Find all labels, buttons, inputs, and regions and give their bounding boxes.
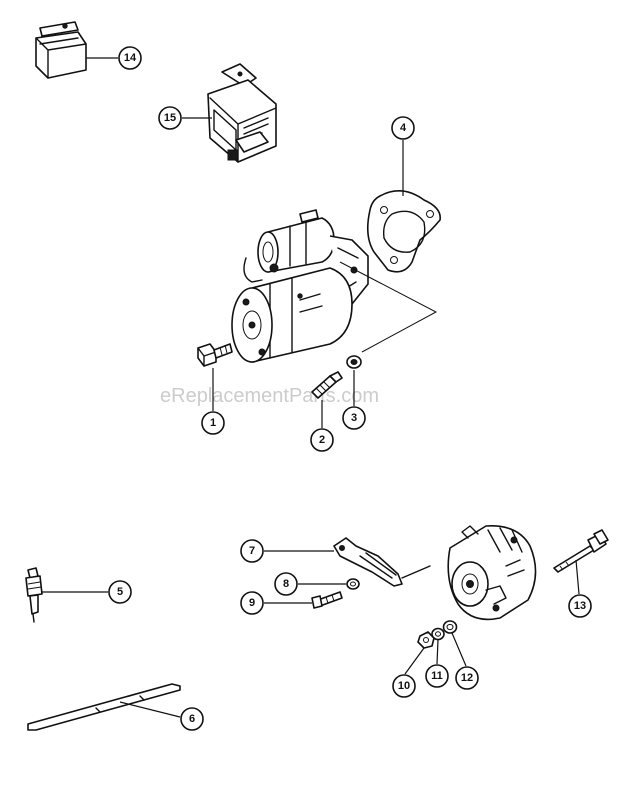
- alternator: [447, 525, 537, 621]
- starter-motor: [231, 209, 438, 363]
- leader-6: [119, 701, 181, 718]
- part-4-gasket: [366, 190, 441, 273]
- part-15-control-module: [207, 63, 277, 163]
- callout-1[interactable]: 1: [201, 411, 225, 435]
- callout-4[interactable]: 4: [391, 116, 415, 140]
- svg-text:2: 2: [319, 434, 325, 446]
- leader-10: [404, 647, 425, 675]
- svg-text:4: 4: [400, 122, 407, 134]
- part-8-washer: [346, 578, 360, 590]
- callout-2[interactable]: 2: [310, 428, 334, 452]
- callout-5[interactable]: 5: [108, 580, 132, 604]
- callout-9[interactable]: 9: [240, 591, 264, 615]
- part-1-bolt: [197, 343, 233, 367]
- svg-text:12: 12: [461, 672, 473, 684]
- svg-text:11: 11: [431, 670, 443, 682]
- callout-15[interactable]: 15: [158, 106, 182, 130]
- part-5-glow-plug: [25, 567, 43, 623]
- svg-text:1: 1: [210, 417, 216, 429]
- watermark-text: eReplacementParts.com: [160, 385, 379, 407]
- svg-text:5: 5: [117, 586, 123, 598]
- part-10-nut: [417, 631, 435, 649]
- svg-text:6: 6: [189, 713, 195, 725]
- callout-10[interactable]: 10: [392, 674, 416, 698]
- svg-text:13: 13: [574, 600, 586, 612]
- callout-12[interactable]: 12: [455, 666, 479, 690]
- svg-text:3: 3: [351, 412, 357, 424]
- part-11-lock-washer: [431, 627, 445, 641]
- svg-text:8: 8: [283, 578, 289, 590]
- part-7-bracket: [333, 537, 431, 587]
- part-13-adjusting-bolt: [553, 529, 609, 573]
- leader-12: [451, 632, 467, 667]
- svg-text:9: 9: [249, 597, 255, 609]
- callout-6[interactable]: 6: [180, 707, 204, 731]
- leader-11: [436, 639, 439, 665]
- svg-text:15: 15: [164, 112, 176, 124]
- callout-7[interactable]: 7: [240, 539, 264, 563]
- callout-13[interactable]: 13: [568, 594, 592, 618]
- callout-3[interactable]: 3: [342, 406, 366, 430]
- part-3-washer: [346, 355, 362, 369]
- part-2-stud-bolt: [311, 371, 343, 399]
- callout-14[interactable]: 14: [118, 46, 142, 70]
- svg-text:7: 7: [249, 545, 255, 557]
- part-6-strap: [27, 683, 181, 731]
- leader-13: [575, 559, 580, 595]
- part-9-bolt: [311, 591, 343, 609]
- callout-11[interactable]: 11: [425, 664, 449, 688]
- svg-text:10: 10: [398, 680, 410, 692]
- svg-text:14: 14: [124, 52, 137, 64]
- part-12-flat-washer: [442, 620, 458, 634]
- callout-8[interactable]: 8: [274, 572, 298, 596]
- part-14-relay: [35, 21, 87, 79]
